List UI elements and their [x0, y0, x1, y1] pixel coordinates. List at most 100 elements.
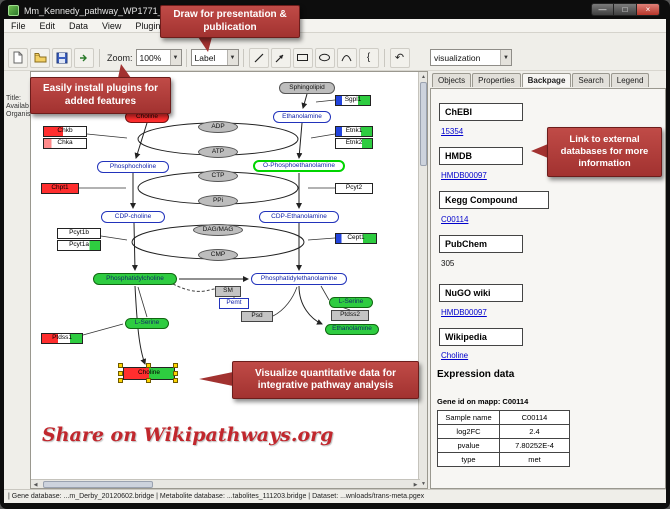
node-pemt[interactable]: Pemt: [219, 298, 249, 309]
node-o-phosphoethanolamine[interactable]: O-Phosphoethanolamine: [253, 160, 345, 172]
horizontal-scroll-thumb[interactable]: [43, 481, 153, 488]
canvas-vertical-scrollbar[interactable]: ▲ ▼: [418, 72, 427, 488]
node-chka[interactable]: Chka: [43, 138, 87, 149]
selection-handle[interactable]: [146, 378, 151, 383]
backpage-section-kegg: Kegg Compound: [439, 191, 549, 209]
arc-tool-button[interactable]: [336, 47, 357, 68]
label-tool-combobox[interactable]: Label ▼: [190, 49, 239, 66]
node-sphingolipid[interactable]: Sphingolipid: [279, 82, 335, 94]
close-button[interactable]: ×: [637, 3, 660, 16]
node-chkb[interactable]: Chkb: [43, 126, 87, 137]
node-ptdss1[interactable]: Ptdss1: [41, 333, 83, 344]
table-cell: Sample name: [437, 410, 500, 425]
selection-handle[interactable]: [118, 371, 123, 376]
hmdb-link[interactable]: HMDB00097: [441, 171, 487, 180]
node-pcyt1b[interactable]: Pcyt1b: [57, 228, 101, 239]
tab-backpage[interactable]: Backpage: [521, 73, 572, 87]
node-phosphatidylethanolamine[interactable]: Phosphatidylethanolamine: [251, 273, 347, 285]
line-tool-button[interactable]: [248, 47, 269, 68]
undo-button[interactable]: ↶: [389, 47, 410, 68]
canvas-horizontal-scrollbar[interactable]: ◀ ▶: [31, 479, 420, 488]
node-psd[interactable]: Psd: [241, 311, 273, 322]
arrow-tool-button[interactable]: [270, 47, 291, 68]
table-cell: log2FC: [437, 424, 500, 439]
chevron-down-icon[interactable]: ▼: [500, 50, 511, 65]
scroll-up-icon[interactable]: ▲: [421, 73, 426, 80]
menu-file[interactable]: File: [11, 20, 26, 31]
open-file-button[interactable]: [30, 47, 50, 68]
node-ethanolamine[interactable]: Ethanolamine: [273, 111, 331, 123]
selection-handle[interactable]: [173, 378, 178, 383]
selection-handle[interactable]: [118, 363, 123, 368]
menu-edit[interactable]: Edit: [39, 20, 56, 31]
info-title-label: Title:: [6, 95, 21, 102]
node-dag-mag[interactable]: DAG/MAG: [193, 224, 243, 236]
pathway-canvas[interactable]: Sphingolipid Ethanolamine Choline ADP AT…: [30, 71, 428, 489]
vertical-scroll-thumb[interactable]: [420, 82, 427, 166]
title-bar[interactable]: Mm_Kennedy_pathway_WP1771_45176.gpml — □…: [4, 2, 666, 19]
gene-id-line: Gene id on mapp: C00114: [437, 397, 529, 406]
scroll-down-icon[interactable]: ▼: [421, 480, 426, 487]
node-l-serine-right[interactable]: L-Serine: [329, 297, 373, 308]
selection-handle[interactable]: [118, 378, 123, 383]
tab-properties[interactable]: Properties: [472, 73, 521, 87]
node-atp[interactable]: ATP: [198, 146, 238, 158]
ellipse-tool-button[interactable]: [314, 47, 335, 68]
table-cell: 7.80252E-4: [499, 438, 570, 453]
menu-plugins[interactable]: Plugins: [135, 20, 165, 31]
zoom-combobox[interactable]: 100% ▼: [135, 49, 182, 66]
node-phosphatidylcholine[interactable]: Phosphatidylcholine: [93, 273, 177, 285]
toolbar: Zoom: 100% ▼ Label ▼: [4, 45, 666, 71]
node-sgpl1[interactable]: Sgpl1: [335, 95, 371, 106]
nugo-link[interactable]: HMDB00097: [441, 308, 487, 317]
export-button[interactable]: [74, 47, 94, 68]
arc-tool-icon: [340, 52, 353, 63]
new-file-button[interactable]: [8, 47, 28, 68]
maximize-button[interactable]: □: [614, 3, 637, 16]
selection-handle[interactable]: [173, 371, 178, 376]
node-pcyt2[interactable]: Pcyt2: [335, 183, 373, 194]
chevron-down-icon[interactable]: ▼: [169, 50, 181, 65]
visualization-combobox[interactable]: visualization ▼: [430, 49, 512, 66]
node-sm[interactable]: SM: [215, 286, 241, 297]
node-ctp[interactable]: CTP: [198, 170, 238, 182]
tab-objects[interactable]: Objects: [432, 73, 472, 87]
node-chpt1[interactable]: Chpt1: [41, 183, 79, 194]
zoom-label: Zoom:: [107, 52, 133, 63]
chevron-down-icon[interactable]: ▼: [226, 50, 238, 65]
scroll-left-icon[interactable]: ◀: [33, 481, 38, 488]
wikipedia-link[interactable]: Choline: [441, 351, 469, 360]
selection-handle[interactable]: [173, 363, 178, 368]
node-ethanolamine-bottom[interactable]: Ethanolamine: [325, 324, 379, 335]
node-ppi[interactable]: PPi: [198, 195, 238, 207]
brace-tool-button[interactable]: {: [358, 47, 379, 68]
node-etnk1[interactable]: Etnk1: [335, 126, 373, 137]
callout-link: Link to external databases for more info…: [547, 127, 662, 177]
node-phosphocholine[interactable]: Phosphocholine: [97, 161, 169, 173]
node-etnk2[interactable]: Etnk2: [335, 138, 373, 149]
scroll-right-icon[interactable]: ▶: [413, 481, 418, 488]
node-adp[interactable]: ADP: [198, 121, 238, 133]
node-cdp-choline[interactable]: CDP-choline: [101, 211, 165, 223]
selection-handle[interactable]: [146, 363, 151, 368]
minimize-button[interactable]: —: [591, 3, 614, 16]
node-ptdss2[interactable]: Ptdss2: [331, 310, 369, 321]
visualization-value: visualization: [434, 52, 481, 63]
save-file-button[interactable]: [52, 47, 72, 68]
chebi-link[interactable]: 15354: [441, 127, 464, 136]
status-bar: | Gene database: ...m_Derby_20120602.bri…: [4, 489, 666, 503]
status-text: | Gene database: ...m_Derby_20120602.bri…: [8, 493, 425, 500]
kegg-link[interactable]: C00114: [441, 215, 469, 224]
node-l-serine-left[interactable]: L-Serine: [125, 318, 169, 329]
node-cdp-ethanolamine[interactable]: CDP-Ethanolamine: [259, 211, 339, 223]
menu-view[interactable]: View: [102, 20, 122, 31]
menu-data[interactable]: Data: [69, 20, 89, 31]
tab-search[interactable]: Search: [572, 73, 610, 87]
rectangle-tool-button[interactable]: [292, 47, 313, 68]
node-cept1[interactable]: Cept1: [335, 233, 377, 244]
node-pcyt1a[interactable]: Pcyt1a: [57, 240, 101, 251]
node-cmp[interactable]: CMP: [198, 249, 238, 261]
menu-bar: File Edit Data View Plugins Help: [4, 19, 666, 33]
tab-legend[interactable]: Legend: [610, 73, 650, 87]
rectangle-tool-icon: [296, 52, 309, 63]
